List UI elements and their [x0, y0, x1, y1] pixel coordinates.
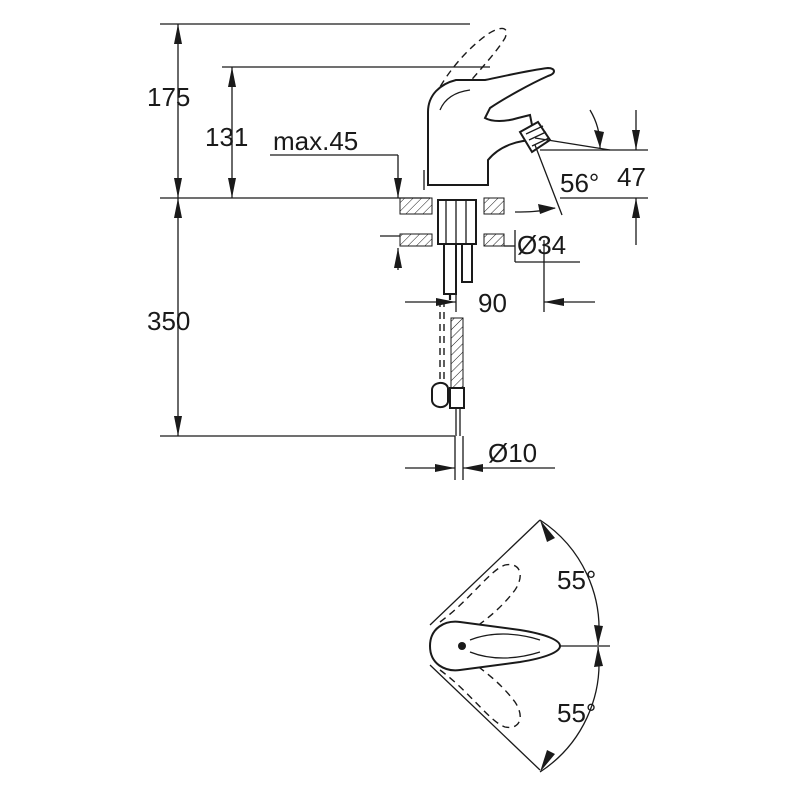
- countertop: [380, 197, 515, 247]
- extension-lines: [160, 23, 648, 437]
- label-350: 350: [147, 306, 190, 336]
- lever-right-outline: [439, 655, 521, 729]
- label-131: 131: [205, 122, 248, 152]
- supply-hoses: [431, 300, 465, 436]
- top-view: 55° 55°: [428, 519, 610, 773]
- dimension-90: 90: [405, 240, 595, 318]
- dimension-47: 47: [617, 110, 646, 245]
- label-max45: max.45: [273, 126, 358, 156]
- lever-left-outline: [439, 563, 521, 637]
- label-47: 47: [617, 162, 646, 192]
- label-diameter-34: Ø34: [517, 230, 566, 260]
- label-175: 175: [147, 82, 190, 112]
- label-angle-55-bottom: 55°: [557, 698, 596, 728]
- label-angle-56: 56°: [560, 168, 599, 198]
- side-view: 175 131 max.45 350: [147, 23, 648, 480]
- lever-top-view: [428, 620, 562, 672]
- dimension-angle-56: 56°: [514, 109, 611, 216]
- dimension-175: 175: [147, 24, 190, 198]
- dimension-max45: max.45: [273, 126, 402, 270]
- lever-detail: [439, 89, 471, 111]
- dimension-350: 350: [147, 198, 190, 436]
- label-angle-55-top: 55°: [557, 565, 596, 595]
- label-90: 90: [478, 288, 507, 318]
- label-diameter-10: Ø10: [488, 438, 537, 468]
- dimension-diameter-10: Ø10: [405, 436, 555, 480]
- hose-connector: [431, 382, 449, 408]
- mounting-shank: [437, 199, 477, 300]
- dimension-diameter-34: Ø34: [514, 230, 580, 263]
- dimension-131: 131: [205, 67, 248, 198]
- lever-pin-icon: [458, 642, 466, 650]
- lever-raised-outline: [429, 27, 507, 109]
